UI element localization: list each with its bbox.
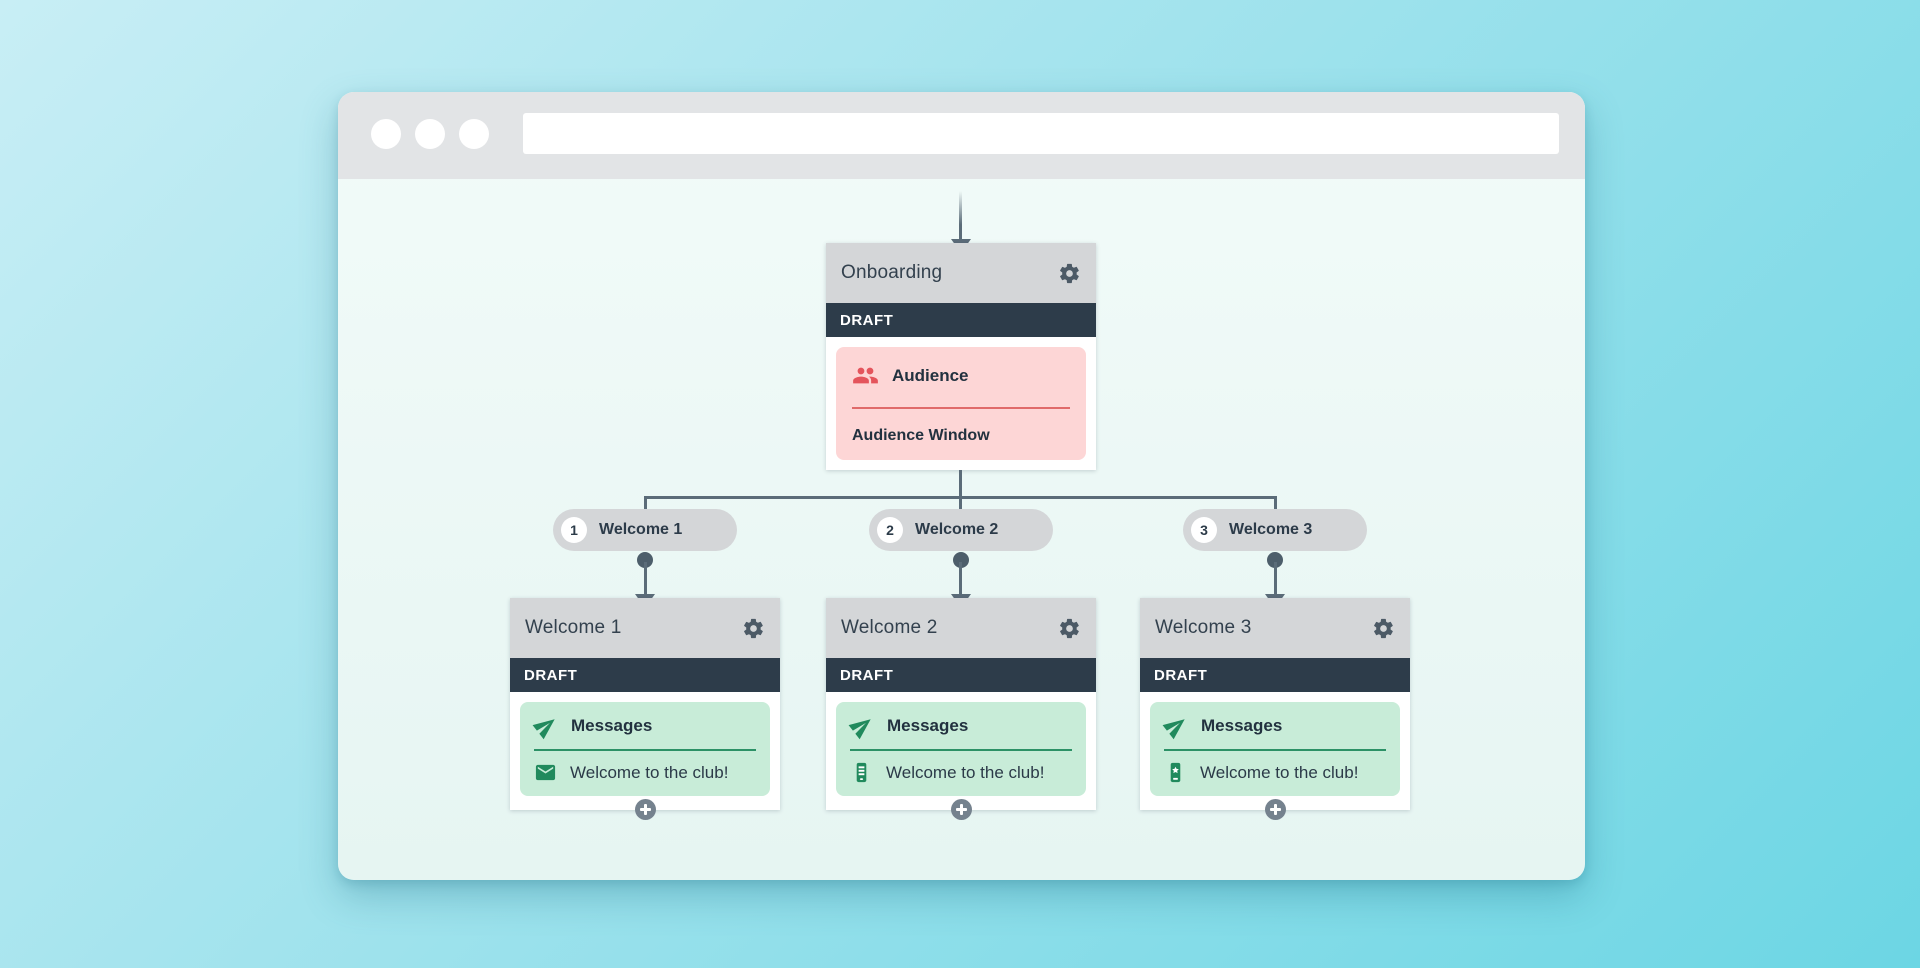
branch-pill-1[interactable]: 1 Welcome 1: [553, 509, 737, 551]
audience-icon: [853, 367, 878, 384]
window-control-dot: [371, 119, 401, 149]
audience-label: Audience: [892, 365, 969, 385]
add-step-button[interactable]: [951, 799, 972, 820]
branch-pill-2[interactable]: 2 Welcome 2: [869, 509, 1053, 551]
messages-label: Messages: [571, 716, 653, 735]
messages-label: Messages: [887, 716, 969, 735]
card-body: Audience Audience Window: [826, 337, 1096, 470]
card-body: Messages Welcome to the club!: [826, 692, 1096, 810]
section-divider: [850, 748, 1072, 751]
sms-phone-icon: [856, 762, 867, 783]
section-divider: [534, 748, 756, 751]
message-text: Welcome to the club!: [886, 762, 1045, 782]
connector-entry-line: [959, 191, 962, 239]
section-divider: [852, 407, 1070, 409]
status-badge: DRAFT: [1140, 658, 1410, 692]
push-phone-icon: [1170, 762, 1181, 783]
card-body: Messages Welcome to the club!: [1140, 692, 1410, 810]
welcome-2-settings-button[interactable]: [1057, 616, 1081, 640]
branch-number-badge: 1: [561, 517, 587, 543]
plus-icon: [960, 804, 963, 815]
welcome-3-settings-button[interactable]: [1371, 616, 1395, 640]
audience-section[interactable]: Audience Audience Window: [836, 347, 1086, 460]
branch-pill-label: Welcome 1: [599, 521, 683, 538]
connector-line: [644, 562, 647, 595]
window-control-dot: [459, 119, 489, 149]
flow-canvas: Onboarding DRAFT Audience: [338, 179, 1585, 880]
card-title: Welcome 3: [1155, 617, 1252, 638]
branch-dot: [637, 552, 653, 568]
branch-pill-3[interactable]: 3 Welcome 3: [1183, 509, 1367, 551]
message-text: Welcome to the club!: [570, 762, 729, 782]
add-step-button[interactable]: [635, 799, 656, 820]
onboarding-card[interactable]: Onboarding DRAFT Audience: [826, 243, 1096, 470]
connector-line: [959, 562, 962, 595]
card-title: Welcome 2: [841, 617, 938, 638]
card-header: Welcome 2: [826, 598, 1096, 658]
plus-icon: [1274, 804, 1277, 815]
status-badge: DRAFT: [510, 658, 780, 692]
address-bar[interactable]: [523, 113, 1559, 154]
messages-section[interactable]: Messages Welcome to the club!: [1150, 702, 1400, 796]
paper-plane-icon: [1162, 719, 1185, 740]
welcome-1-card[interactable]: Welcome 1 DRAFT Messages: [510, 598, 780, 810]
audience-window-label: Audience Window: [852, 427, 990, 444]
message-text: Welcome to the club!: [1200, 762, 1359, 782]
messages-label: Messages: [1201, 716, 1283, 735]
paper-plane-icon: [532, 719, 555, 740]
window-control-dot: [415, 119, 445, 149]
onboarding-settings-button[interactable]: [1057, 261, 1081, 285]
gear-icon: [1059, 618, 1079, 638]
status-badge: DRAFT: [826, 658, 1096, 692]
connector-line: [1274, 496, 1277, 510]
branch-dot: [953, 552, 969, 568]
messages-section[interactable]: Messages Welcome to the club!: [520, 702, 770, 796]
status-badge: DRAFT: [826, 303, 1096, 337]
connector-line: [644, 496, 647, 510]
branch-dot: [1267, 552, 1283, 568]
welcome-3-card[interactable]: Welcome 3 DRAFT Messages: [1140, 598, 1410, 810]
branch-pill-label: Welcome 3: [1229, 521, 1313, 538]
card-header: Welcome 1: [510, 598, 780, 658]
card-header: Welcome 3: [1140, 598, 1410, 658]
browser-window: Onboarding DRAFT Audience: [338, 92, 1585, 880]
add-step-button[interactable]: [1265, 799, 1286, 820]
welcome-2-card[interactable]: Welcome 2 DRAFT Messages: [826, 598, 1096, 810]
section-divider: [1164, 748, 1386, 751]
card-body: Messages Welcome to the club!: [510, 692, 780, 810]
branch-number-badge: 3: [1191, 517, 1217, 543]
connector-line: [959, 470, 962, 509]
messages-section[interactable]: Messages Welcome to the club!: [836, 702, 1086, 796]
gear-icon: [1373, 618, 1393, 638]
branch-number-badge: 2: [877, 517, 903, 543]
paper-plane-icon: [848, 719, 871, 740]
connector-line: [1274, 562, 1277, 595]
gear-icon: [1059, 263, 1079, 283]
connector-line: [644, 496, 1276, 499]
envelope-icon: [535, 764, 556, 781]
plus-icon: [644, 804, 647, 815]
gear-icon: [743, 618, 763, 638]
browser-toolbar: [338, 92, 1585, 179]
welcome-1-settings-button[interactable]: [741, 616, 765, 640]
card-title: Welcome 1: [525, 617, 622, 638]
branch-pill-label: Welcome 2: [915, 521, 999, 538]
card-title: Onboarding: [841, 262, 943, 283]
onboarding-card-header: Onboarding: [826, 243, 1096, 303]
